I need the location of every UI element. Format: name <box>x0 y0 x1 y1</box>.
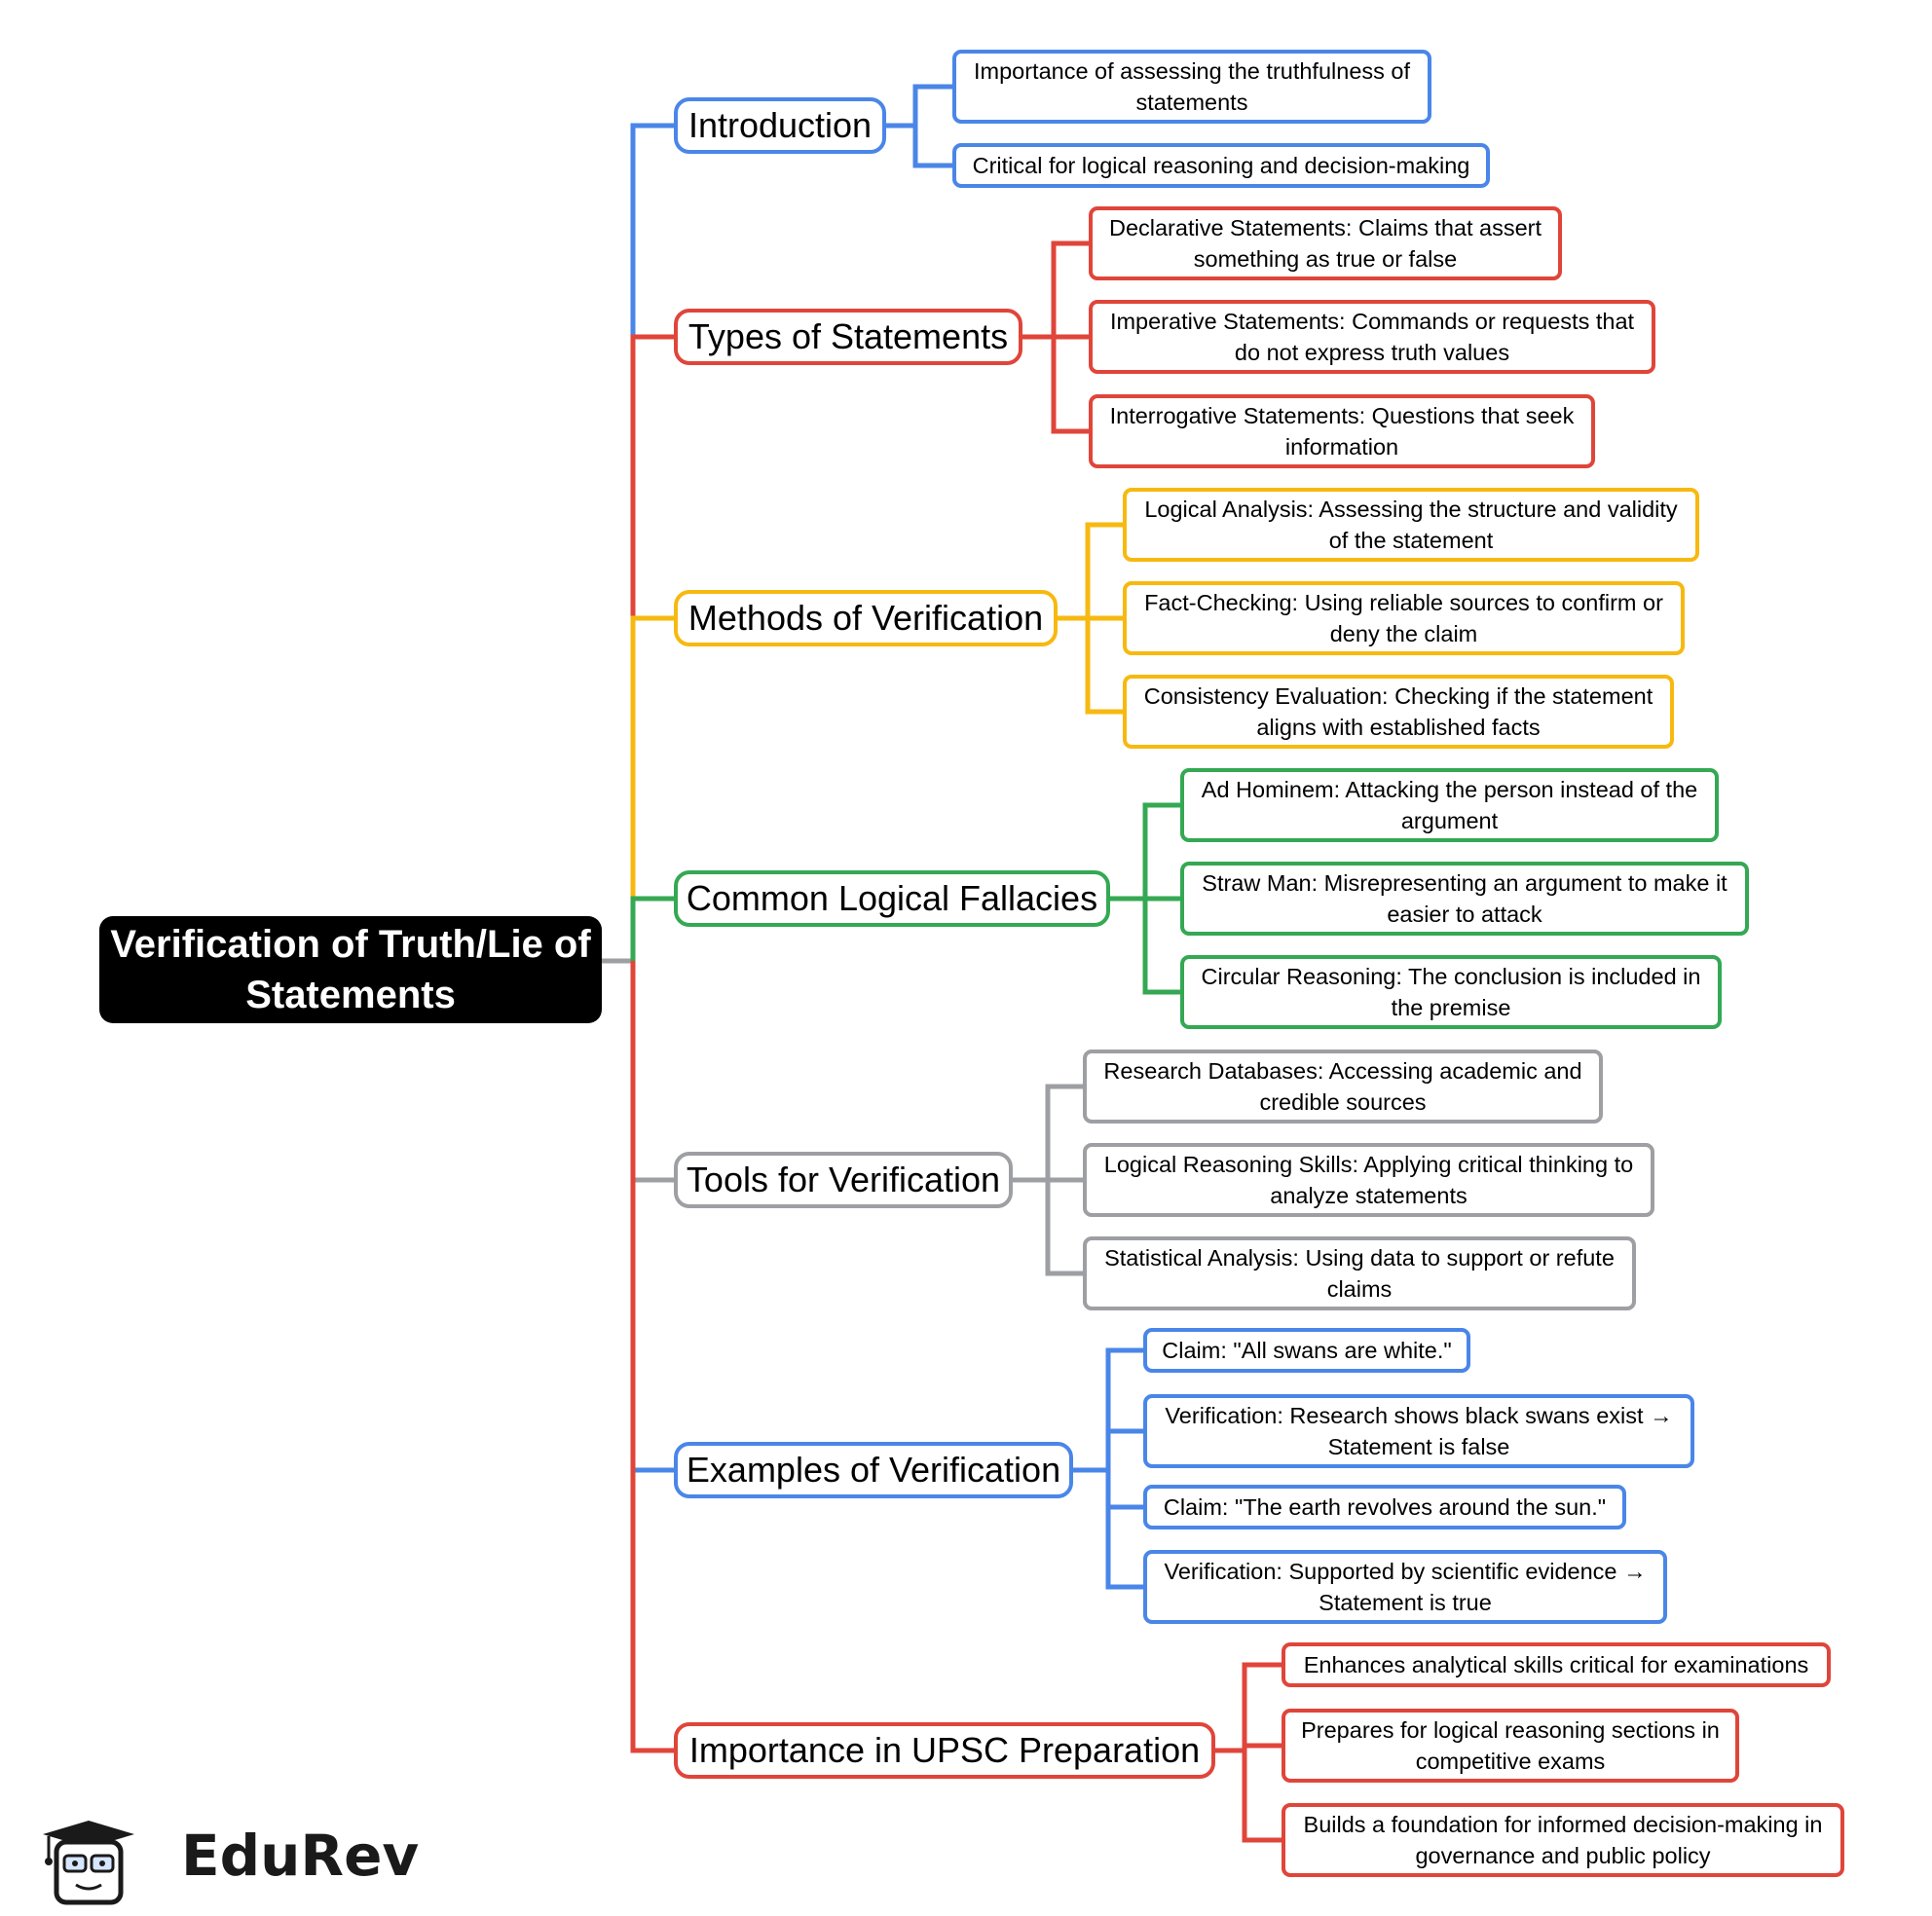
branch-introduction-leaf-1[interactable]: Importance of assessing the truthfulness… <box>952 50 1431 124</box>
leaf-text: Claim: "The earth revolves around the su… <box>1163 1494 1607 1520</box>
branch-importance-in-upsc-preparation-leaf-connector-2 <box>1242 1743 1282 1750</box>
leaf-text: Consistency Evaluation: Checking if the … <box>1143 683 1653 740</box>
branch-examples-of-verification-leaf-connector-1 <box>1105 1347 1143 1470</box>
branch-examples-of-verification-leaf-3[interactable]: Claim: "The earth revolves around the su… <box>1143 1485 1626 1529</box>
leaf-text: Logical Analysis: Assessing the structur… <box>1144 497 1678 553</box>
leaf-text: Critical for logical reasoning and decis… <box>972 153 1470 178</box>
branch-examples-of-verification-leaf-4[interactable]: Verification: Supported by scientific ev… <box>1143 1550 1667 1624</box>
branch-types-of-statements-leaf-connector-3 <box>1051 337 1089 434</box>
branch-examples-of-verification-leaf-1[interactable]: Claim: "All swans are white." <box>1143 1328 1470 1373</box>
leaf-text: Builds a foundation for informed decisio… <box>1303 1812 1823 1868</box>
branch-common-logical-fallacies-connector <box>630 896 674 961</box>
root-title: Verification of Truth/Lie of Statements <box>110 923 591 1016</box>
leaf-text: Statistical Analysis: Using data to supp… <box>1104 1245 1615 1302</box>
branch-importance-in-upsc-preparation-leaf-connector-3 <box>1242 1750 1282 1843</box>
branch-types-of-statements-connector <box>630 334 674 961</box>
branch-importance-in-upsc-preparation-label: Importance in UPSC Preparation <box>688 1730 1201 1770</box>
branch-examples-of-verification-leaf-connector-2 <box>1105 1428 1143 1470</box>
branch-importance-in-upsc-preparation-connector <box>630 961 674 1753</box>
branch-examples-of-verification[interactable]: Examples of Verification <box>674 1442 1073 1498</box>
branch-importance-in-upsc-preparation[interactable]: Importance in UPSC Preparation <box>674 1722 1215 1779</box>
branch-importance-in-upsc-preparation-leaf-connector-1 <box>1242 1662 1282 1750</box>
branch-tools-for-verification-leaf-connector-1 <box>1045 1084 1083 1180</box>
branch-types-of-statements-label: Types of Statements <box>687 316 1009 356</box>
branch-examples-of-verification-leaf-2[interactable]: Verification: Research shows black swans… <box>1143 1394 1694 1468</box>
branch-examples-of-verification-leaf-connector-4 <box>1105 1470 1143 1590</box>
branch-common-logical-fallacies-leaf-3[interactable]: Circular Reasoning: The conclusion is in… <box>1180 955 1722 1029</box>
leaf-text: Imperative Statements: Commands or reque… <box>1109 309 1635 365</box>
leaf-text: Claim: "All swans are white." <box>1162 1338 1452 1363</box>
branch-common-logical-fallacies-leaf-2[interactable]: Straw Man: Misrepresenting an argument t… <box>1180 862 1749 936</box>
branch-types-of-statements-leaf-3[interactable]: Interrogative Statements: Questions that… <box>1089 394 1595 468</box>
branch-tools-for-verification-label: Tools for Verification <box>686 1160 1001 1199</box>
branch-common-logical-fallacies[interactable]: Common Logical Fallacies <box>674 870 1110 927</box>
leaf-text: Declarative Statements: Claims that asse… <box>1108 215 1542 272</box>
branch-types-of-statements-leaf-2[interactable]: Imperative Statements: Commands or reque… <box>1089 300 1655 374</box>
leaf-text: Interrogative Statements: Questions that… <box>1109 403 1575 460</box>
branch-importance-in-upsc-preparation-leaf-1[interactable]: Enhances analytical skills critical for … <box>1282 1642 1831 1687</box>
leaf-text: Prepares for logical reasoning sections … <box>1301 1717 1720 1774</box>
branch-types-of-statements-leaf-1[interactable]: Declarative Statements: Claims that asse… <box>1089 206 1562 280</box>
leaf-text: Enhances analytical skills critical for … <box>1303 1652 1809 1677</box>
branch-importance-in-upsc-preparation-leaf-2[interactable]: Prepares for logical reasoning sections … <box>1282 1709 1739 1783</box>
branch-common-logical-fallacies-leaf-connector-3 <box>1142 899 1180 995</box>
leaf-text: Circular Reasoning: The conclusion is in… <box>1201 964 1701 1020</box>
root-node: Verification of Truth/Lie of Statements <box>99 916 602 1023</box>
branch-tools-for-verification[interactable]: Tools for Verification <box>674 1152 1013 1208</box>
leaf-text: Importance of assessing the truthfulness… <box>973 58 1411 115</box>
branch-tools-for-verification-leaf-3[interactable]: Statistical Analysis: Using data to supp… <box>1083 1236 1636 1310</box>
branch-types-of-statements-leaf-connector-1 <box>1051 240 1089 337</box>
branch-methods-of-verification-leaf-connector-3 <box>1085 618 1123 715</box>
logo-wordmark: EduRev <box>181 1823 420 1889</box>
leaf-text: Logical Reasoning Skills: Applying criti… <box>1103 1152 1634 1208</box>
leaf-text: Ad Hominem: Attacking the person instead… <box>1201 777 1698 833</box>
branch-methods-of-verification-leaf-1[interactable]: Logical Analysis: Assessing the structur… <box>1123 488 1699 562</box>
leaf-text: Straw Man: Misrepresenting an argument t… <box>1202 870 1728 927</box>
branch-common-logical-fallacies-label: Common Logical Fallacies <box>686 878 1098 918</box>
branch-examples-of-verification-connector <box>630 961 674 1473</box>
branch-tools-for-verification-leaf-2[interactable]: Logical Reasoning Skills: Applying criti… <box>1083 1143 1654 1217</box>
branch-common-logical-fallacies-leaf-1[interactable]: Ad Hominem: Attacking the person instead… <box>1180 768 1719 842</box>
branch-tools-for-verification-leaf-connector-3 <box>1045 1180 1083 1276</box>
branch-introduction-connector <box>630 123 674 961</box>
branch-methods-of-verification-label: Methods of Verification <box>687 598 1044 638</box>
branch-introduction-leaf-connector-2 <box>912 126 952 168</box>
branch-introduction[interactable]: Introduction <box>674 97 886 154</box>
leaf-text: Research Databases: Accessing academic a… <box>1103 1058 1582 1115</box>
branch-methods-of-verification[interactable]: Methods of Verification <box>674 590 1058 646</box>
branch-types-of-statements[interactable]: Types of Statements <box>674 309 1022 365</box>
leaf-text: Verification: Research shows black swans… <box>1165 1403 1673 1459</box>
branch-tools-for-verification-connector <box>630 961 674 1183</box>
leaf-text: Verification: Supported by scientific ev… <box>1164 1559 1647 1615</box>
branch-tools-for-verification-leaf-1[interactable]: Research Databases: Accessing academic a… <box>1083 1050 1603 1124</box>
graduation-cap-mascot-icon <box>43 1821 134 1905</box>
branch-importance-in-upsc-preparation-leaf-3[interactable]: Builds a foundation for informed decisio… <box>1282 1803 1844 1877</box>
branch-common-logical-fallacies-leaf-connector-1 <box>1142 802 1180 899</box>
edurev-logo: EduRev <box>35 1813 419 1910</box>
leaf-text: Fact-Checking: Using reliable sources to… <box>1144 590 1663 646</box>
branch-introduction-leaf-2[interactable]: Critical for logical reasoning and decis… <box>952 143 1490 188</box>
branch-methods-of-verification-leaf-connector-1 <box>1085 522 1123 618</box>
branch-methods-of-verification-connector <box>630 615 674 961</box>
branch-methods-of-verification-leaf-2[interactable]: Fact-Checking: Using reliable sources to… <box>1123 581 1685 655</box>
branch-examples-of-verification-leaf-connector-3 <box>1105 1470 1143 1510</box>
branch-introduction-leaf-connector-1 <box>912 84 952 126</box>
branch-methods-of-verification-leaf-3[interactable]: Consistency Evaluation: Checking if the … <box>1123 675 1674 749</box>
branch-introduction-label: Introduction <box>687 105 873 145</box>
branch-examples-of-verification-label: Examples of Verification <box>686 1450 1061 1490</box>
